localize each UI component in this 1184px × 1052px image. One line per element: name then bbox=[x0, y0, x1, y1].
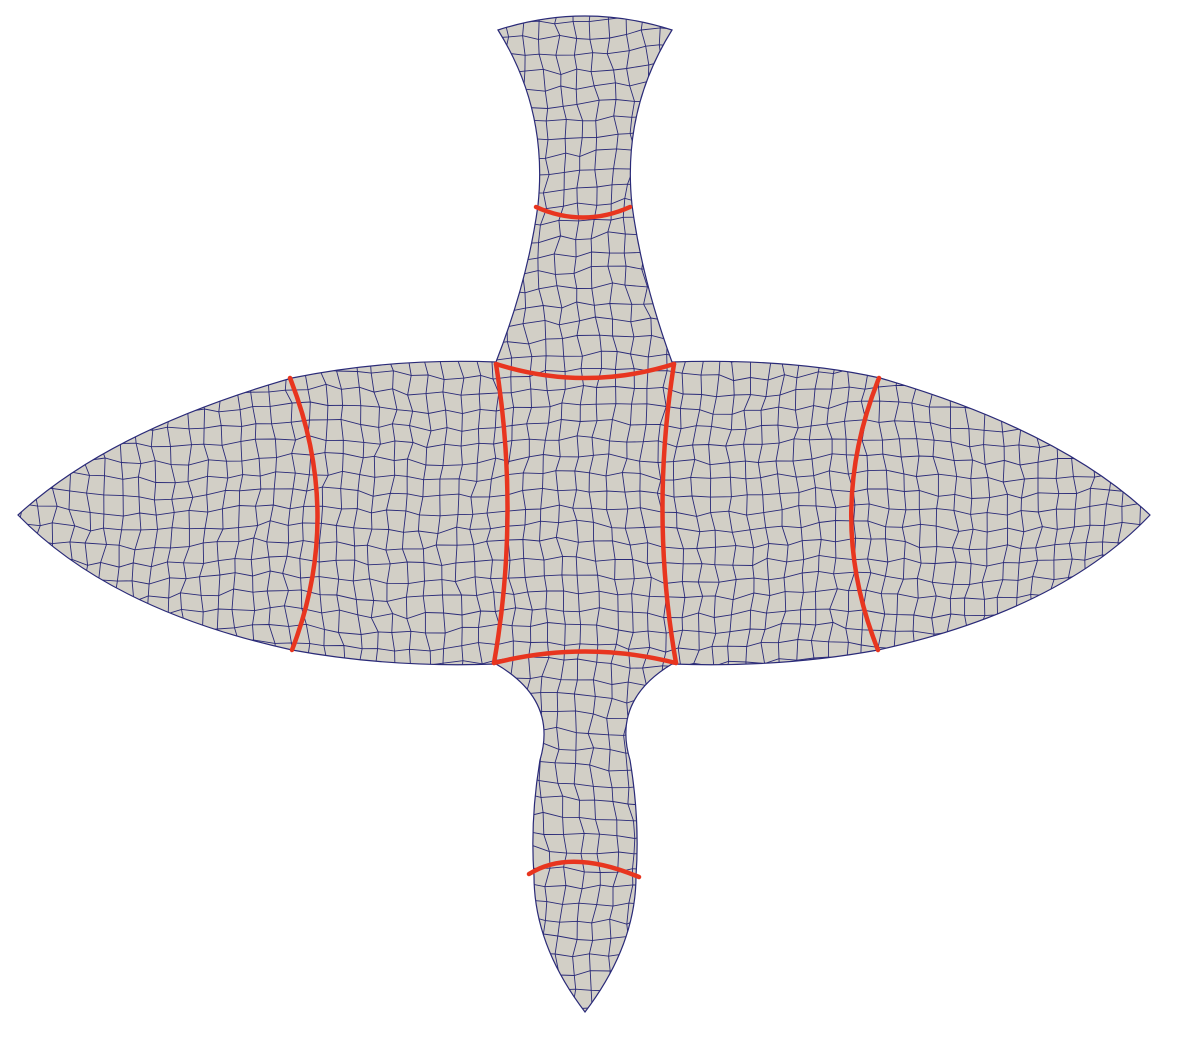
mesh-edge-row bbox=[18, 570, 1150, 585]
seam-curves bbox=[287, 204, 882, 880]
mesh-edge-row bbox=[3, 1047, 1184, 1052]
mesh-edge-row bbox=[18, 452, 1150, 467]
mesh-edge-column bbox=[1149, 16, 1150, 1012]
seam-right-wing bbox=[849, 375, 882, 653]
mesh-edge-row bbox=[18, 486, 1150, 501]
mesh-edge-column bbox=[537, 16, 551, 1012]
mesh-edge-row bbox=[18, 418, 1150, 433]
seam-neck bbox=[533, 204, 633, 220]
mesh-edge-column bbox=[605, 16, 620, 1012]
mesh-edge-column bbox=[0, 6, 6, 1052]
seam-tail bbox=[526, 859, 642, 880]
mesh-edge-row bbox=[18, 536, 1150, 551]
mesh-edge-row bbox=[18, 588, 1150, 603]
mesh-edge-row bbox=[18, 554, 1150, 568]
mesh-boundary bbox=[17, 15, 1151, 1013]
mesh-edge-row bbox=[18, 469, 1150, 484]
mesh-surface bbox=[18, 16, 1150, 1012]
mesh-edge-row bbox=[1, 1014, 1184, 1026]
mesh-edge-column bbox=[18, 16, 25, 1012]
mesh-edge-row bbox=[4, 1030, 1184, 1043]
seam-center-top bbox=[493, 361, 677, 381]
mesh-edge-column bbox=[553, 16, 568, 1012]
mesh-edge-column bbox=[1167, 2, 1178, 1052]
seam-left-wing bbox=[287, 375, 320, 653]
mesh-edge-row bbox=[18, 502, 1150, 517]
mesh-edge-row bbox=[18, 434, 1150, 448]
mesh-edge-row bbox=[0, 0, 1184, 7]
seam-center-bottom bbox=[491, 649, 679, 666]
seam-center-right bbox=[660, 361, 679, 666]
mesh-edge-row bbox=[18, 519, 1150, 535]
seam-center-left bbox=[491, 361, 510, 666]
mesh-edge-column bbox=[571, 16, 585, 1012]
mesh-edge-column bbox=[587, 16, 602, 1012]
